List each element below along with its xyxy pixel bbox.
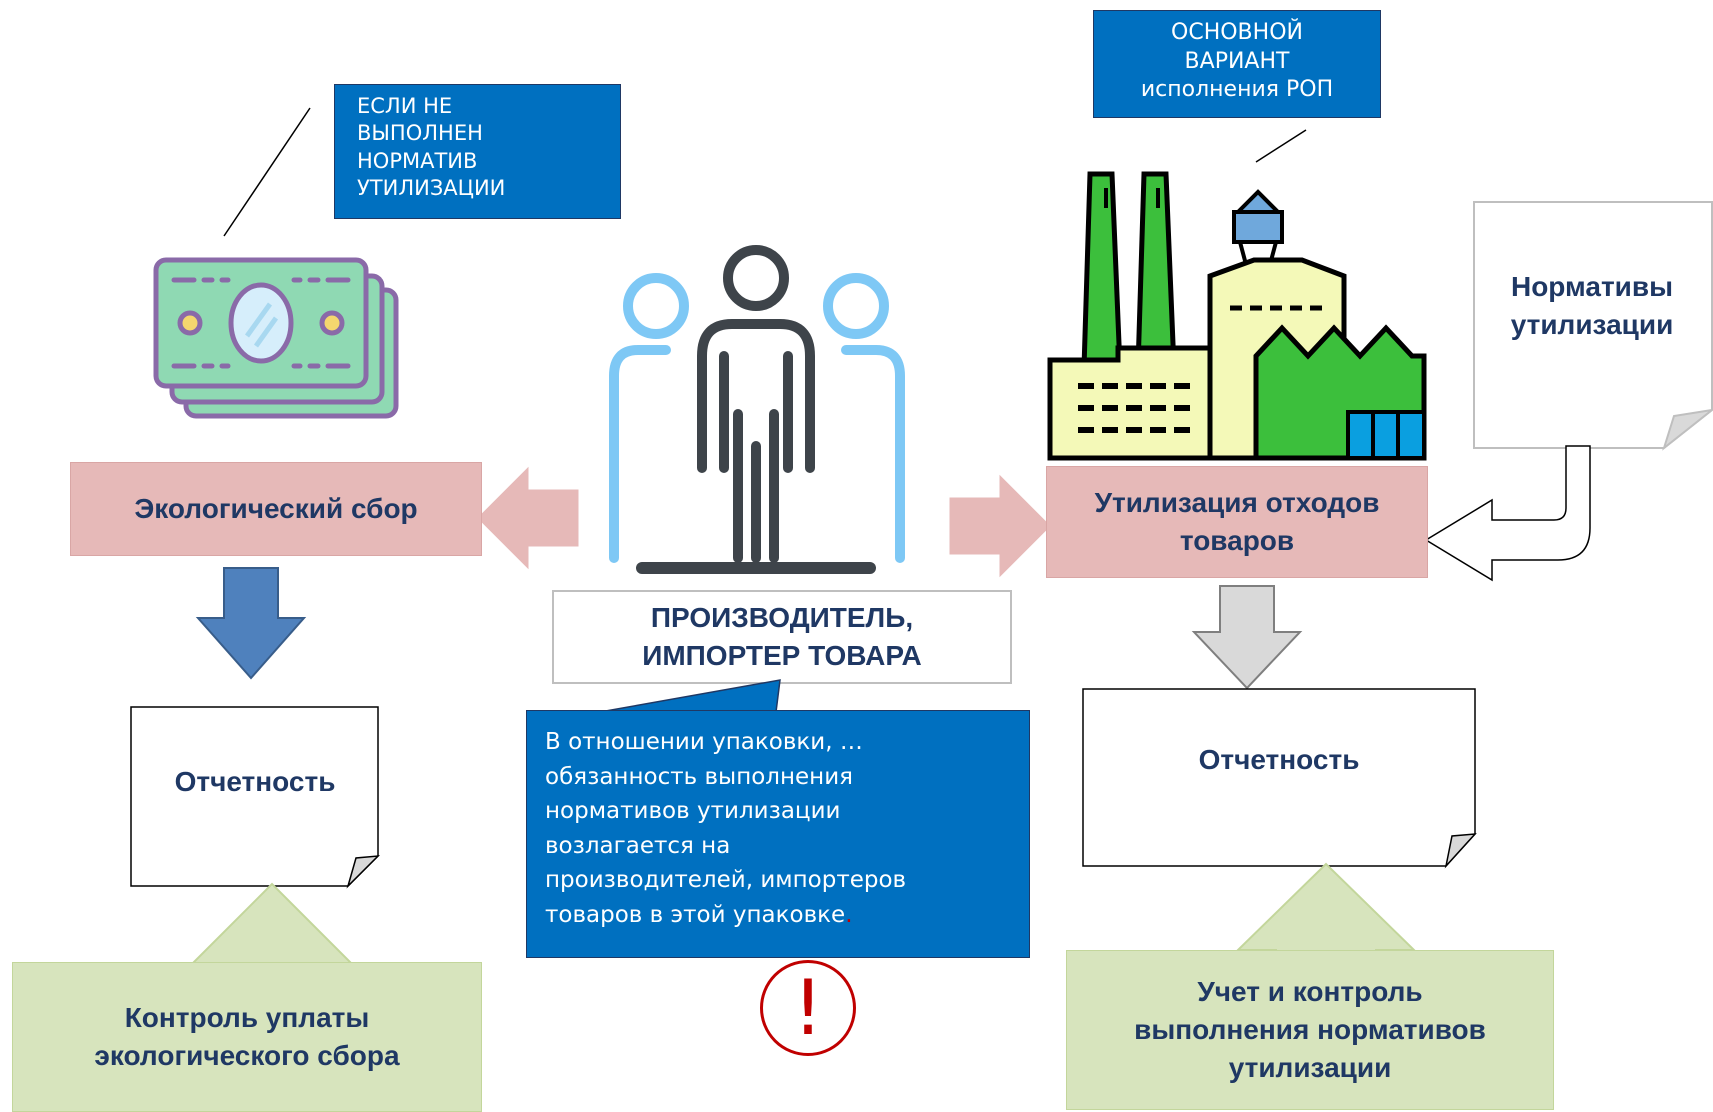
report-left-text: Отчетность [174, 766, 336, 797]
money-stack-icon [153, 257, 399, 419]
exclamation-icon: ! [760, 960, 856, 1056]
report-right-text: Отчетность [1198, 744, 1360, 775]
callout-line: ОСНОВНОЙ [1171, 20, 1303, 45]
arrow-to-recycling [949, 474, 1051, 578]
callout-line: производителей, импортеров [545, 867, 907, 893]
factory-icon [1047, 171, 1427, 461]
norms-label: Нормативы утилизации [1472, 268, 1712, 344]
callout-main-option: ОСНОВНОЙ ВАРИАНТ исполнения РОП [1093, 10, 1381, 118]
callout-line: ВЫПОЛНЕН [357, 121, 483, 146]
report-right-label: Отчетность [1082, 744, 1476, 776]
report-right-document [1082, 688, 1477, 869]
people-group-icon [609, 245, 905, 574]
callout-line-text: товаров в этой упаковке [545, 901, 846, 928]
callout-line: исполнения РОП [1140, 77, 1334, 103]
callout-line: НОРМАТИВ [357, 148, 478, 173]
control-right-line: утилизации [1228, 1051, 1392, 1083]
control-right-box: Учет и контроль выполнения нормативов ут… [1066, 950, 1554, 1110]
control-left-line: Контроль уплаты [124, 1002, 370, 1034]
callout-line: нормативов утилизации [545, 798, 841, 824]
callout-line: ЕСЛИ НЕ [357, 94, 453, 118]
eco-fee-label: Экологический сбор [134, 493, 418, 525]
producer-line: ПРОИЗВОДИТЕЛЬ, [650, 602, 914, 634]
control-right-line: выполнения нормативов [1134, 1014, 1486, 1046]
recycling-box: Утилизация отходов товаров [1046, 466, 1428, 578]
arrow-down-gray [1191, 585, 1303, 690]
control-left-line: экологического сбора [94, 1040, 400, 1071]
callout-line: товаров в этой упаковке. [545, 898, 1011, 933]
control-left-box: Контроль уплаты экологического сбора [12, 962, 482, 1112]
producer-box: ПРОИЗВОДИТЕЛЬ, ИМПОРТЕР ТОВАРА [552, 590, 1012, 684]
eco-fee-box: Экологический сбор [70, 462, 482, 556]
norms-line: Нормативы [1510, 271, 1674, 302]
callout-line: обязанность выполнения [545, 763, 854, 790]
center-callout: В отношении упаковки, … обязанность выпо… [526, 710, 1030, 958]
norms-line: утилизации [1510, 308, 1674, 340]
control-right-line: Учет и контроль [1197, 976, 1423, 1008]
norms-document-shape [1473, 201, 1713, 451]
callout-line: УТИЛИЗАЦИИ [357, 175, 506, 200]
recycling-line: Утилизация отходов [1094, 487, 1380, 519]
producer-line: ИМПОРТЕР ТОВАРА [642, 640, 922, 671]
report-left-label: Отчетность [130, 766, 380, 798]
callout-line: ВАРИАНТ [1184, 48, 1290, 74]
callout-trailing-dot: . [845, 901, 853, 928]
callout-line: возлагается на [545, 832, 731, 859]
arrow-down-blue [195, 567, 307, 680]
callout-line: В отношении упаковки, … [545, 729, 863, 755]
arrow-to-eco-fee [477, 466, 579, 570]
recycling-line: товаров [1179, 525, 1295, 556]
report-left-document [130, 706, 380, 889]
exclamation-symbol: ! [792, 963, 824, 1052]
callout-if-norm-not-met: ЕСЛИ НЕ ВЫПОЛНЕН НОРМАТИВ УТИЛИЗАЦИИ [334, 84, 621, 219]
